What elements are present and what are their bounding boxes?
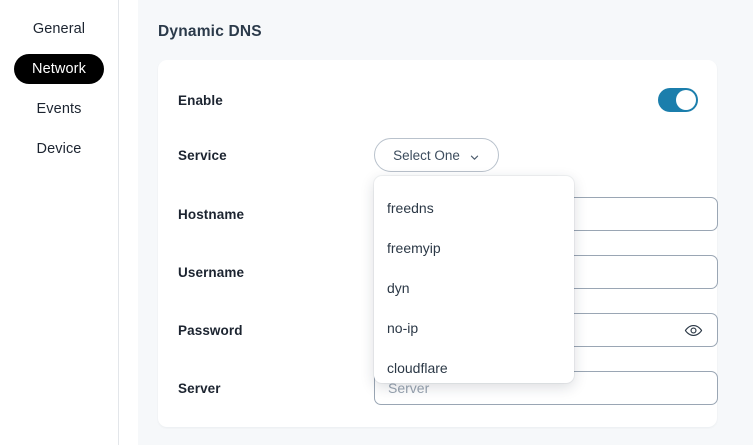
dropdown-option-no-ip[interactable]: no-ip bbox=[374, 308, 574, 348]
enable-label: Enable bbox=[178, 92, 223, 108]
password-label: Password bbox=[178, 322, 243, 338]
dropdown-option-label: no-ip bbox=[387, 320, 419, 336]
dropdown-option-label: dyn bbox=[387, 280, 410, 296]
service-select-value: Select One bbox=[393, 147, 460, 163]
service-dropdown-menu: freedns freemyip dyn no-ip cloudflare bbox=[374, 176, 574, 383]
dropdown-option-label: freedns bbox=[387, 200, 434, 216]
content-panel: Dynamic DNS Enable Service Select One bbox=[138, 0, 753, 445]
sidebar-item-network[interactable]: Network bbox=[14, 54, 104, 84]
hostname-label: Hostname bbox=[178, 206, 245, 222]
sidebar-item-device[interactable]: Device bbox=[19, 134, 100, 164]
form-row-enable: Enable bbox=[158, 80, 717, 120]
dropdown-option-cloudflare[interactable]: cloudflare bbox=[374, 348, 574, 383]
page-title: Dynamic DNS bbox=[158, 23, 262, 40]
username-label: Username bbox=[178, 264, 245, 280]
server-label: Server bbox=[178, 380, 221, 396]
sidebar: General Network Events Device bbox=[0, 0, 119, 445]
chevron-down-icon bbox=[469, 150, 480, 161]
sidebar-item-label: Network bbox=[32, 61, 86, 77]
eye-icon[interactable] bbox=[682, 319, 704, 341]
dropdown-option-label: freemyip bbox=[387, 240, 441, 256]
dropdown-option-freedns[interactable]: freedns bbox=[374, 188, 574, 228]
enable-toggle[interactable] bbox=[658, 88, 698, 112]
settings-card: Enable Service Select One bbox=[158, 60, 718, 427]
sidebar-item-events[interactable]: Events bbox=[19, 94, 100, 124]
dropdown-option-label: cloudflare bbox=[387, 360, 448, 376]
dropdown-option-freemyip[interactable]: freemyip bbox=[374, 228, 574, 268]
sidebar-item-label: Device bbox=[36, 141, 82, 157]
sidebar-item-general[interactable]: General bbox=[15, 14, 103, 44]
toggle-knob bbox=[676, 90, 696, 110]
sidebar-item-label: General bbox=[32, 21, 86, 37]
sidebar-item-label: Events bbox=[36, 101, 82, 117]
service-label: Service bbox=[178, 147, 227, 163]
service-select[interactable]: Select One bbox=[374, 138, 499, 172]
form-row-service: Service Select One bbox=[158, 135, 717, 175]
dropdown-option-dyn[interactable]: dyn bbox=[374, 268, 574, 308]
